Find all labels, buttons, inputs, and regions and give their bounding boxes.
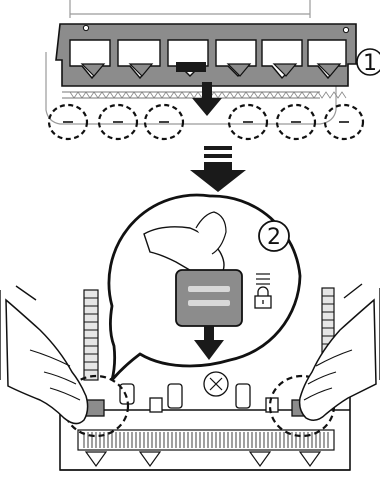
bottom-assembly: 2	[0, 195, 380, 470]
step-1-number: 1	[363, 51, 377, 76]
latch-enlarged	[176, 270, 242, 326]
latch-grip	[188, 300, 230, 306]
top-assembly: 1	[46, 0, 380, 139]
latch-grip	[188, 286, 230, 292]
left-wheel	[84, 290, 98, 380]
step-2-number: 2	[267, 225, 281, 250]
step-transition-arrow	[190, 146, 246, 192]
center-components	[120, 372, 278, 412]
guard-screw-right	[343, 27, 348, 32]
remove-arrow	[192, 82, 222, 116]
guard-screw-left	[83, 25, 88, 30]
right-hand	[300, 300, 376, 420]
device-top-edge	[70, 0, 310, 18]
left-latch	[86, 400, 104, 416]
guard-center-tab	[176, 62, 206, 72]
roller-tabs	[86, 452, 320, 466]
left-hand	[6, 300, 88, 424]
